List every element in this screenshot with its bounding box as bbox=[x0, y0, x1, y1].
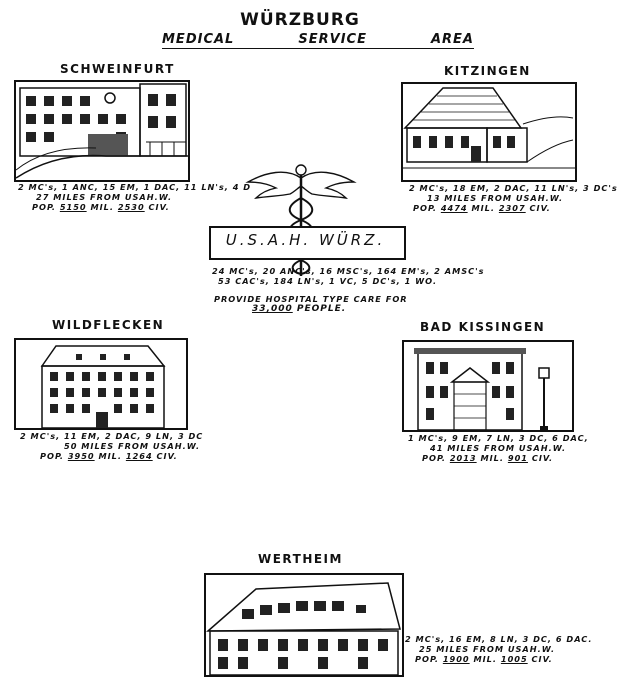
civ-label: CIV. bbox=[148, 202, 170, 212]
wildflecken-drawing bbox=[14, 338, 188, 430]
usah-care: PROVIDE HOSPITAL TYPE CARE FOR bbox=[214, 294, 408, 304]
civ-label: CIV. bbox=[156, 451, 178, 461]
bad-kissingen-staff: 1 MC's, 9 EM, 7 LN, 3 DC, 6 DAC, bbox=[408, 433, 589, 443]
wertheim-title: WERTHEIM bbox=[258, 552, 343, 566]
kitzingen-staff: 2 MC's, 18 EM, 2 DAC, 11 LN's, 3 DC's bbox=[409, 183, 618, 193]
pop-label: POP. bbox=[415, 654, 439, 664]
wertheim-pop-civ: 1005 bbox=[500, 654, 528, 664]
usah-stats: 24 MC's, 20 ANC's, 16 MSC's, 164 EM's, 2… bbox=[212, 266, 485, 314]
subtitle-word-3: AREA bbox=[430, 32, 474, 47]
subtitle-word-1: MEDICAL bbox=[162, 32, 235, 47]
schweinfurt-distance: 27 MILES FROM USAH.W. bbox=[36, 192, 173, 202]
wildflecken-pop-civ: 1264 bbox=[125, 451, 153, 461]
schweinfurt-staff: 2 MC's, 1 ANC, 15 EM, 1 DAC, 11 LN's, 4 … bbox=[18, 182, 252, 192]
page-title: WÜRZBURG bbox=[240, 10, 360, 30]
bad-kissingen-drawing bbox=[402, 340, 574, 432]
bad-kissingen-title: BAD KISSINGEN bbox=[420, 320, 546, 334]
usah-plaque bbox=[209, 226, 406, 260]
wertheim-staff: 2 MC's, 16 EM, 8 LN, 3 DC, 6 DAC. bbox=[405, 634, 593, 644]
usah-staff-2: 53 CAC's, 184 LN's, 1 VC, 5 DC's, 1 WO. bbox=[218, 276, 438, 286]
kitzingen-pop-mil: 4474 bbox=[440, 203, 468, 213]
schweinfurt-drawing bbox=[14, 80, 190, 182]
wertheim-pop-mil: 1900 bbox=[442, 654, 470, 664]
mil-label: MIL. bbox=[98, 451, 123, 461]
wildflecken-pop-mil: 3950 bbox=[67, 451, 95, 461]
schweinfurt-pop-mil: 5150 bbox=[59, 202, 87, 212]
bad-kissingen-pop-mil: 2013 bbox=[449, 453, 477, 463]
wertheim-pop: POP. 1900 MIL. 1005 CIV. bbox=[405, 654, 592, 664]
pop-label: POP. bbox=[422, 453, 446, 463]
civ-label: CIV. bbox=[529, 203, 551, 213]
wildflecken-staff: 2 MC's, 11 EM, 2 DAC, 9 LN, 3 DC bbox=[20, 431, 204, 441]
bad-kissingen-distance: 41 MILES FROM USAH.W. bbox=[430, 443, 567, 453]
usah-plaque-text: U.S.A.H. WÜRZ. bbox=[225, 231, 386, 249]
pop-label: POP. bbox=[413, 203, 437, 213]
bad-kissingen-pop-civ: 901 bbox=[507, 453, 528, 463]
wildflecken-pop: POP. 3950 MIL. 1264 CIV. bbox=[20, 451, 203, 461]
kitzingen-pop: POP. 4474 MIL. 2307 CIV. bbox=[409, 203, 618, 213]
kitzingen-drawing bbox=[401, 82, 577, 182]
pop-label: POP. bbox=[32, 202, 56, 212]
page-subtitle: MEDICAL SERVICE AREA bbox=[162, 32, 474, 49]
mil-label: MIL. bbox=[480, 453, 505, 463]
kitzingen-title: KITZINGEN bbox=[444, 64, 531, 78]
kitzingen-distance: 13 MILES FROM USAH.W. bbox=[427, 193, 564, 203]
subtitle-word-2: SERVICE bbox=[298, 32, 367, 47]
kitzingen-stats: 2 MC's, 18 EM, 2 DAC, 11 LN's, 3 DC's 13… bbox=[409, 183, 618, 213]
wildflecken-distance: 50 MILES FROM USAH.W. bbox=[64, 441, 201, 451]
wertheim-distance: 25 MILES FROM USAH.W. bbox=[419, 644, 556, 654]
mil-label: MIL. bbox=[90, 202, 115, 212]
civ-label: CIV. bbox=[531, 654, 553, 664]
schweinfurt-title: SCHWEINFURT bbox=[60, 62, 175, 76]
mil-label: MIL. bbox=[471, 203, 496, 213]
civ-label: CIV. bbox=[531, 453, 554, 463]
usah-care-word: PEOPLE. bbox=[296, 304, 347, 314]
usah-care-number: 33,000 bbox=[252, 304, 293, 314]
kitzingen-pop-civ: 2307 bbox=[498, 203, 526, 213]
pop-label: POP. bbox=[40, 451, 64, 461]
schweinfurt-stats: 2 MC's, 1 ANC, 15 EM, 1 DAC, 11 LN's, 4 … bbox=[18, 182, 251, 212]
schweinfurt-pop-civ: 2530 bbox=[117, 202, 145, 212]
wertheim-stats: 2 MC's, 16 EM, 8 LN, 3 DC, 6 DAC. 25 MIL… bbox=[405, 634, 592, 664]
usah-staff-1: 24 MC's, 20 ANC's, 16 MSC's, 164 EM's, 2… bbox=[212, 266, 485, 276]
usah-care-people: 33,000 PEOPLE. bbox=[212, 304, 485, 314]
bad-kissingen-stats: 1 MC's, 9 EM, 7 LN, 3 DC, 6 DAC, 41 MILE… bbox=[408, 433, 589, 463]
wildflecken-stats: 2 MC's, 11 EM, 2 DAC, 9 LN, 3 DC 50 MILE… bbox=[20, 431, 203, 461]
schweinfurt-pop: POP. 5150 MIL. 2530 CIV. bbox=[18, 202, 251, 212]
wertheim-drawing bbox=[204, 573, 404, 677]
wildflecken-title: WILDFLECKEN bbox=[52, 318, 165, 332]
bad-kissingen-pop: POP. 2013 MIL. 901 CIV. bbox=[408, 453, 589, 463]
caduceus-icon bbox=[245, 158, 357, 278]
mil-label: MIL. bbox=[473, 654, 498, 664]
